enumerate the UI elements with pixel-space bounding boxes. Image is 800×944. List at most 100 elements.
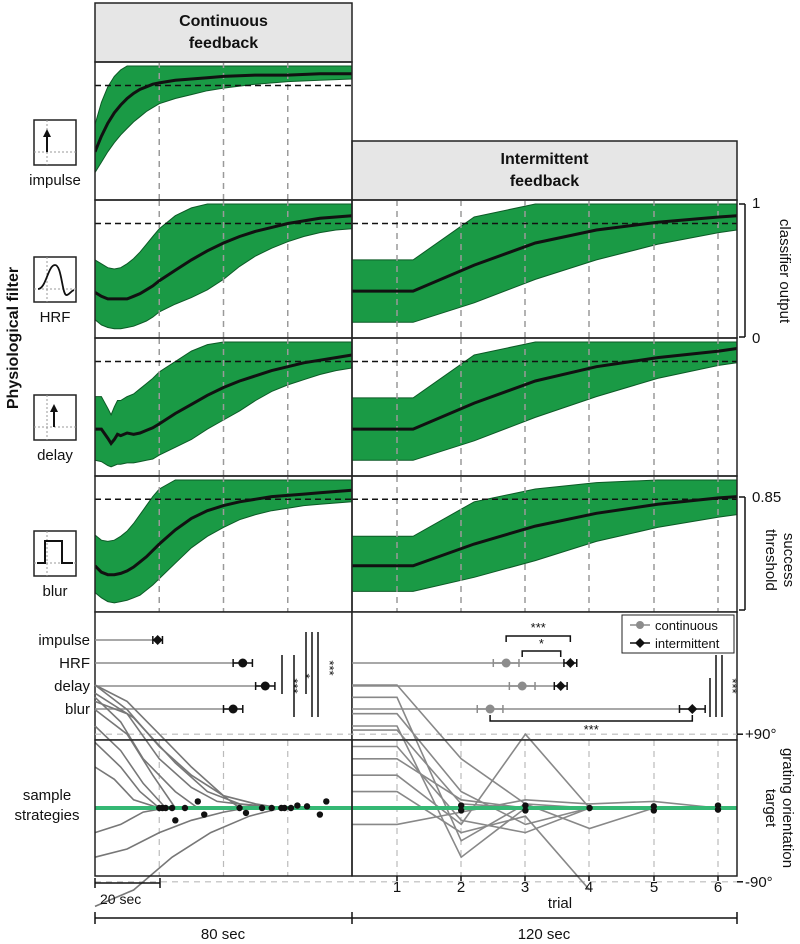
continuous-title: Continuous bbox=[179, 13, 268, 30]
strategy-endpoint bbox=[236, 804, 243, 812]
strategy-line bbox=[94, 684, 241, 809]
intermittent-panel-blur bbox=[351, 475, 738, 613]
strategy-endpoint bbox=[316, 811, 324, 818]
strategy-endpoint bbox=[281, 804, 288, 812]
scale-bar-label: 20 sec bbox=[100, 891, 141, 907]
duration-axis bbox=[94, 912, 738, 924]
hrf-icon bbox=[33, 256, 77, 303]
y-axis-label: Physiological filter bbox=[5, 267, 22, 409]
strategies-label-line2: strategies bbox=[14, 807, 79, 824]
trial-tick-6: 6 bbox=[714, 879, 722, 896]
mean-line bbox=[95, 488, 352, 577]
dot-blur bbox=[228, 704, 238, 714]
strategy-endpoint bbox=[258, 804, 266, 812]
continuous-panel-HRF bbox=[94, 199, 353, 339]
sig-label: *** bbox=[584, 722, 599, 737]
trial-tick-5: 5 bbox=[650, 879, 658, 896]
significance-bracket bbox=[489, 715, 694, 722]
strategy-endpoint bbox=[201, 811, 208, 818]
sig-label: *** bbox=[725, 678, 740, 693]
strategy-endpoint bbox=[586, 804, 593, 812]
mean-line bbox=[352, 347, 737, 431]
strategy-endpoint bbox=[287, 804, 295, 812]
dot-label-hrf: HRF bbox=[59, 655, 90, 672]
strategy-endpoint bbox=[294, 802, 301, 809]
sig-label: *** bbox=[322, 660, 337, 675]
sig-label: *** bbox=[286, 678, 301, 693]
strategy-endpoint bbox=[323, 798, 330, 805]
mean-line bbox=[352, 214, 737, 293]
trial-tick-2: 2 bbox=[457, 879, 465, 896]
intermittent-title: Intermittent bbox=[501, 151, 590, 168]
trial-tick-4: 4 bbox=[585, 879, 593, 896]
strategy-line bbox=[352, 745, 590, 834]
strategies-panel bbox=[94, 684, 738, 908]
continuous-dotplot bbox=[94, 611, 353, 741]
strategy-endpoint bbox=[522, 807, 529, 814]
dot-impulse bbox=[152, 635, 163, 645]
dot-label-blur: blur bbox=[65, 701, 90, 718]
tick-1: 1 bbox=[752, 195, 760, 212]
tick-085: 0.85 bbox=[752, 489, 781, 506]
significance-bracket bbox=[505, 635, 572, 642]
classifier-output-label: classifier output bbox=[776, 219, 793, 324]
strategy-endpoint bbox=[194, 798, 201, 805]
significance-bracket bbox=[521, 650, 562, 657]
continuous-panel-delay bbox=[94, 337, 353, 477]
mean-line bbox=[95, 72, 352, 153]
dot-intermittent-blur bbox=[687, 704, 698, 714]
dot-continuous-hrf bbox=[501, 658, 511, 668]
strategy-line bbox=[352, 732, 591, 826]
strategy-endpoint bbox=[714, 806, 722, 813]
continuous-panel-impulse bbox=[94, 61, 353, 201]
strategy-endpoint bbox=[303, 803, 311, 810]
strategy-endpoint bbox=[172, 817, 179, 824]
intermittent-panel-delay bbox=[351, 337, 738, 477]
filter-label-hrf: HRF bbox=[40, 309, 71, 326]
blur-icon bbox=[33, 530, 77, 577]
impulse-icon bbox=[33, 119, 77, 166]
target-label: target bbox=[762, 789, 779, 828]
success-label: success bbox=[780, 533, 797, 587]
dot-intermittent-delay bbox=[555, 681, 566, 691]
strategies-label: sample bbox=[23, 787, 71, 804]
legend-continuous: continuous bbox=[655, 618, 718, 633]
dot-label-delay: delay bbox=[54, 678, 90, 695]
mean-line bbox=[95, 214, 352, 301]
trial-tick-3: 3 bbox=[521, 879, 529, 896]
trial-label: trial bbox=[548, 895, 572, 912]
strategy-line bbox=[352, 790, 591, 891]
strategy-endpoint bbox=[268, 804, 275, 812]
strategy-endpoint bbox=[458, 807, 465, 814]
strategy-line bbox=[94, 708, 176, 809]
continuous-header bbox=[94, 2, 353, 63]
filter-label-impulse: impulse bbox=[29, 172, 81, 189]
dot-continuous-blur bbox=[485, 704, 495, 714]
strategy-line bbox=[94, 766, 160, 809]
legend-intermittent: intermittent bbox=[655, 636, 720, 651]
filter-label-delay: delay bbox=[37, 447, 73, 464]
strategy-line bbox=[94, 725, 167, 809]
continuous-panel-blur bbox=[94, 475, 353, 613]
confidence-band bbox=[352, 203, 737, 323]
continuous-span-label: 80 sec bbox=[201, 926, 246, 943]
continuous-title-line2: feedback bbox=[189, 35, 258, 52]
strategy-endpoint bbox=[650, 807, 657, 814]
trial-tick-1: 1 bbox=[393, 879, 401, 896]
sig-label: *** bbox=[531, 620, 546, 635]
mean-line bbox=[95, 353, 352, 446]
strategy-line bbox=[352, 798, 719, 826]
confidence-band bbox=[352, 341, 737, 461]
tick-0: 0 bbox=[752, 330, 760, 347]
strategy-endpoint bbox=[522, 802, 529, 809]
strategy-endpoint bbox=[181, 804, 189, 812]
strategy-line bbox=[94, 684, 282, 809]
dot-hrf bbox=[238, 658, 248, 668]
strategy-endpoint bbox=[162, 804, 169, 812]
intermittent-header bbox=[351, 140, 738, 201]
dot-delay bbox=[260, 681, 270, 691]
sig-label: * bbox=[539, 636, 544, 651]
legend: continuous intermittent bbox=[621, 614, 735, 654]
dot-label-impulse: impulse bbox=[38, 632, 90, 649]
